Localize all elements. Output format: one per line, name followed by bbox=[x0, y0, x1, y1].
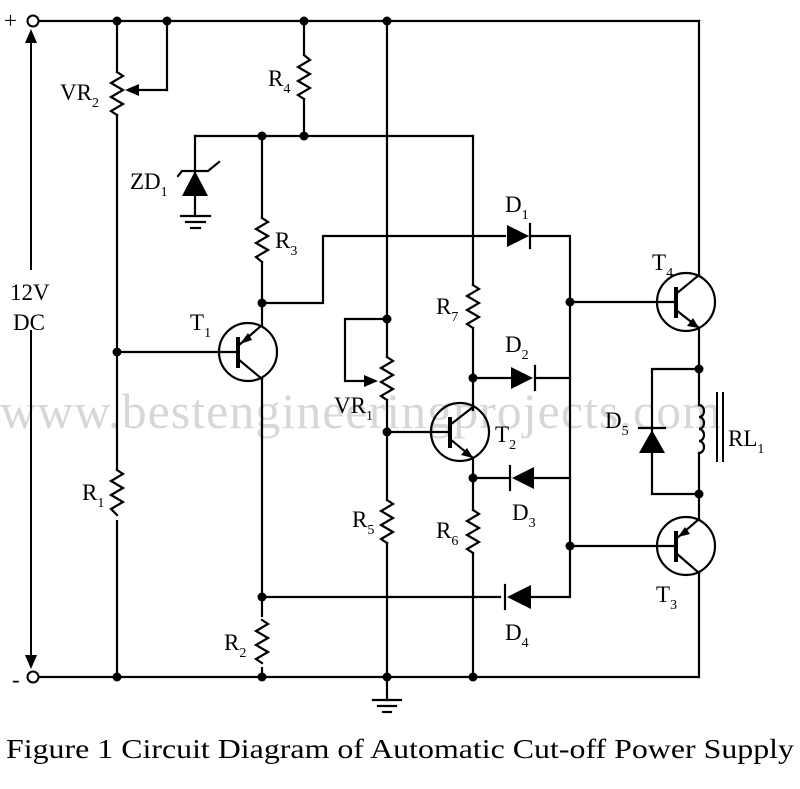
minus-label: - bbox=[12, 667, 20, 692]
rl1-label: RL1 bbox=[728, 426, 764, 457]
voltage-arrow bbox=[25, 29, 37, 669]
d5-label: D5 bbox=[605, 408, 629, 439]
vr1-label: VR1 bbox=[334, 393, 373, 424]
plus-terminal bbox=[26, 14, 40, 28]
r2-label: R2 bbox=[224, 630, 246, 661]
vr1-potentiometer bbox=[343, 19, 396, 502]
r5-label: R5 bbox=[352, 507, 374, 538]
arrow-up-icon bbox=[25, 29, 37, 43]
wiper-arrow-icon bbox=[125, 84, 139, 96]
d5-flyback-diode bbox=[637, 367, 701, 496]
wiper-arrow-icon bbox=[364, 375, 378, 387]
voltage-label-1: 12V bbox=[10, 280, 50, 305]
top-rail bbox=[36, 19, 701, 275]
emitter-arrow-icon bbox=[240, 333, 252, 344]
r1-label: R1 bbox=[82, 480, 104, 511]
r4-resistor bbox=[295, 19, 313, 138]
emitter-arrow-icon bbox=[687, 318, 699, 328]
d3-diode bbox=[471, 464, 572, 492]
t3-transistor bbox=[568, 515, 717, 577]
r3-label: R3 bbox=[275, 228, 297, 259]
emitter-arrow-icon bbox=[461, 448, 473, 458]
rl1-relay-coil bbox=[697, 392, 724, 521]
vr2-potentiometer bbox=[108, 19, 169, 679]
t2-transistor bbox=[385, 401, 491, 512]
d1-diode bbox=[507, 222, 572, 548]
t3-label: T3 bbox=[656, 582, 677, 613]
r2-resistor bbox=[253, 617, 271, 667]
r6-label: R6 bbox=[436, 518, 458, 549]
d1-label: D1 bbox=[505, 192, 529, 223]
junction-dots bbox=[112, 16, 704, 682]
r7-label: R7 bbox=[436, 294, 458, 325]
r6-resistor bbox=[464, 508, 482, 679]
r4-label: R4 bbox=[268, 66, 290, 97]
minus-terminal bbox=[26, 670, 40, 684]
d2-label: D2 bbox=[505, 332, 529, 363]
zd1-label: ZD1 bbox=[130, 169, 168, 200]
plus-label: + bbox=[4, 8, 17, 33]
t4-transistor bbox=[568, 271, 717, 407]
voltage-label-2: DC bbox=[13, 310, 45, 335]
zd1-zener-diode bbox=[176, 134, 221, 230]
t1-to-d1-wire bbox=[260, 234, 507, 305]
t1-label: T1 bbox=[190, 310, 211, 341]
d4-diode bbox=[503, 544, 572, 611]
arrow-down-icon bbox=[25, 655, 37, 669]
r3-resistor bbox=[253, 134, 271, 325]
figure-caption: Figure 1 Circuit Diagram of Automatic Cu… bbox=[6, 734, 795, 764]
d3-label: D3 bbox=[512, 500, 536, 531]
reference-line bbox=[193, 134, 475, 287]
t4-label: T4 bbox=[652, 250, 673, 281]
r7-resistor bbox=[464, 283, 482, 412]
vr2-label: VR2 bbox=[60, 80, 99, 111]
r1-resistor bbox=[108, 468, 126, 520]
watermark: www.bestengineeringprojects.com bbox=[0, 383, 722, 439]
d4-label: D4 bbox=[505, 620, 529, 651]
emitter-arrow-icon bbox=[678, 527, 690, 537]
d2-diode bbox=[471, 364, 572, 392]
bottom-rail bbox=[36, 571, 701, 679]
t2-label: T2 bbox=[495, 422, 516, 453]
